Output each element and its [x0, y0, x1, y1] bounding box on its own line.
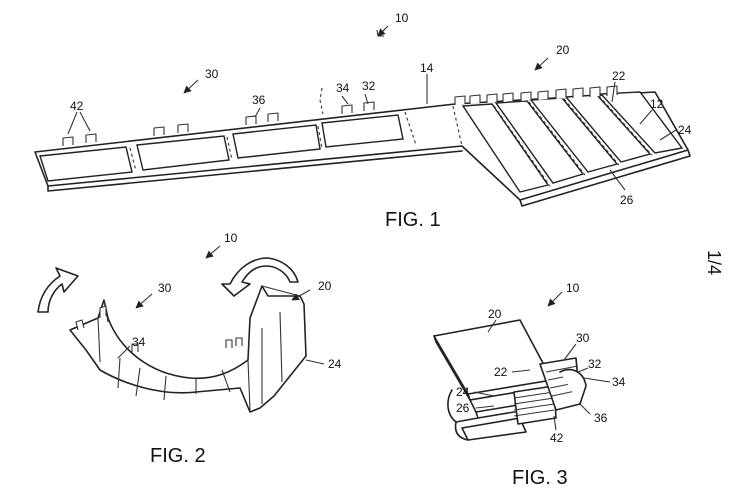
fig1-ref-34: 34: [336, 81, 350, 95]
fig2-ref-10: 10: [224, 231, 238, 245]
fig1-ref-10: 10: [395, 11, 409, 25]
fig2-ref-34: 34: [132, 335, 146, 349]
fig3-ref-10: 10: [566, 281, 580, 295]
fig3-ref-42: 42: [550, 431, 564, 445]
fig3-label: FIG. 3: [512, 467, 568, 489]
fig1-tabs-42: [62, 101, 375, 146]
fig2-curved-device: [37, 245, 325, 413]
fig1-ref-30: 30: [205, 67, 219, 81]
fig3-ref-34: 34: [612, 375, 626, 389]
fig3-ref-30: 30: [576, 331, 590, 345]
fig2-ref-20: 20: [318, 279, 332, 293]
fig1-label: FIG. 1: [385, 209, 441, 231]
fig1-ref-22: 22: [612, 69, 626, 83]
fig2-ref-24: 24: [328, 357, 342, 371]
fig1-ref-26: 26: [620, 193, 634, 207]
fig1-pads-30: [39, 114, 404, 182]
fig1-ref-14: 14: [420, 61, 434, 75]
fig1-ref-12: 12: [650, 97, 664, 111]
fig3-ref-36: 36: [594, 411, 608, 425]
fig1-ref-24: 24: [678, 123, 692, 137]
fig3-ref-32: 32: [588, 357, 602, 371]
fig2-ref-30: 30: [158, 281, 172, 295]
fig3-ref-26: 26: [456, 401, 470, 415]
fig1-strip-device: [34, 25, 691, 207]
fig1-ref-20: 20: [556, 43, 570, 57]
fig1-ref-32: 32: [362, 79, 376, 93]
fig3-ref-24: 24: [456, 385, 470, 399]
fig3-folded-device: [433, 291, 611, 441]
sheet-number: 1/4: [704, 250, 724, 275]
fig3-ref-20: 20: [488, 307, 502, 321]
fig1-tabs-right: [454, 85, 618, 105]
fig3-ref-22: 22: [494, 365, 508, 379]
fig1-ref-42: 42: [70, 99, 84, 113]
fig1-ref-36: 36: [252, 93, 266, 107]
fig2-label: FIG. 2: [150, 445, 206, 467]
